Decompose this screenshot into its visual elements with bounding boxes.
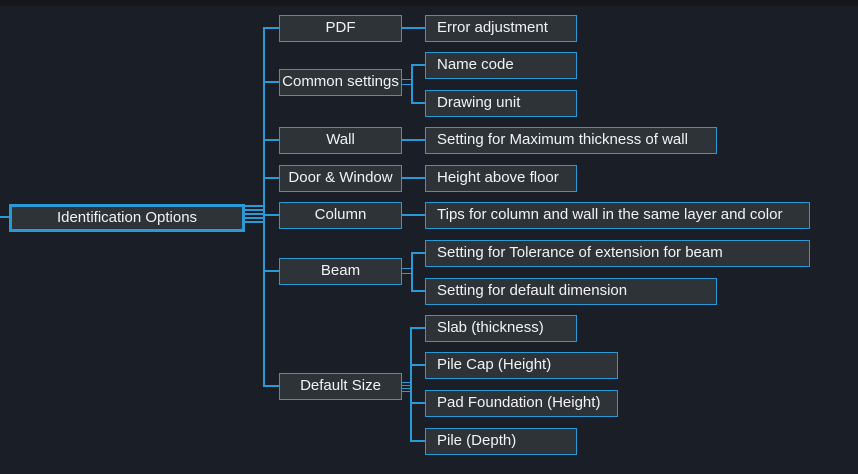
leaf-node-max-wall-thickness[interactable]: Setting for Maximum thickness of wall [425, 127, 717, 154]
connector-line [402, 177, 425, 179]
connector-line [245, 205, 264, 207]
connector-bracket [411, 64, 413, 104]
leaf-node-default-dimension[interactable]: Setting for default dimension [425, 278, 717, 305]
leaf-node-pad-foundation-height[interactable]: Pad Foundation (Height) [425, 390, 618, 417]
connector-line [245, 217, 264, 219]
connector-line [265, 81, 279, 83]
connector-line [402, 391, 410, 392]
connector-line [265, 139, 279, 141]
bottom-edge-strip [0, 0, 858, 6]
branch-node-door-window[interactable]: Door & Window [279, 165, 402, 192]
connector-line [265, 385, 279, 387]
leaf-node-error-adjustment[interactable]: Error adjustment [425, 15, 577, 42]
connector-line [265, 270, 279, 272]
connector-line [413, 290, 425, 292]
connector-line [412, 402, 425, 404]
connector-line [412, 364, 425, 366]
connector-line [402, 84, 411, 85]
branch-node-wall[interactable]: Wall [279, 127, 402, 154]
connector-trunk [263, 27, 265, 387]
leaf-node-drawing-unit[interactable]: Drawing unit [425, 90, 577, 117]
branch-node-column[interactable]: Column [279, 202, 402, 229]
branch-node-common-settings[interactable]: Common settings [279, 69, 402, 96]
connector-line [402, 385, 410, 386]
connector-line [412, 327, 425, 329]
leaf-node-beam-tolerance[interactable]: Setting for Tolerance of extension for b… [425, 240, 810, 267]
leaf-node-column-tips[interactable]: Tips for column and wall in the same lay… [425, 202, 810, 229]
root-node-identification-options[interactable]: Identification Options [9, 204, 245, 232]
connector-line [402, 268, 411, 269]
connector-line [402, 214, 425, 216]
connector-line [265, 214, 279, 216]
connector-line [412, 440, 425, 442]
connector-bracket [410, 327, 412, 442]
connector-line [245, 221, 264, 223]
leaf-node-name-code[interactable]: Name code [425, 52, 577, 79]
connector-line [402, 27, 425, 29]
leaf-node-height-above-floor[interactable]: Height above floor [425, 165, 577, 192]
leaf-node-slab-thickness[interactable]: Slab (thickness) [425, 315, 577, 342]
connector-line [402, 388, 410, 389]
connector-line [245, 213, 264, 215]
connector-line [245, 209, 264, 211]
connector-line [413, 252, 425, 254]
branch-node-default-size[interactable]: Default Size [279, 373, 402, 400]
connector-line [402, 79, 411, 80]
connector-line [265, 27, 279, 29]
leaf-node-pile-cap-height[interactable]: Pile Cap (Height) [425, 352, 618, 379]
connector-line [265, 177, 279, 179]
connector-line [402, 139, 425, 141]
connector-bracket [411, 252, 413, 292]
connector-line [402, 273, 411, 274]
branch-node-beam[interactable]: Beam [279, 258, 402, 285]
connector-line [413, 64, 425, 66]
connector-line [0, 216, 9, 218]
connector-line [402, 382, 410, 383]
connector-line [413, 102, 425, 104]
leaf-node-pile-depth[interactable]: Pile (Depth) [425, 428, 577, 455]
branch-node-pdf[interactable]: PDF [279, 15, 402, 42]
